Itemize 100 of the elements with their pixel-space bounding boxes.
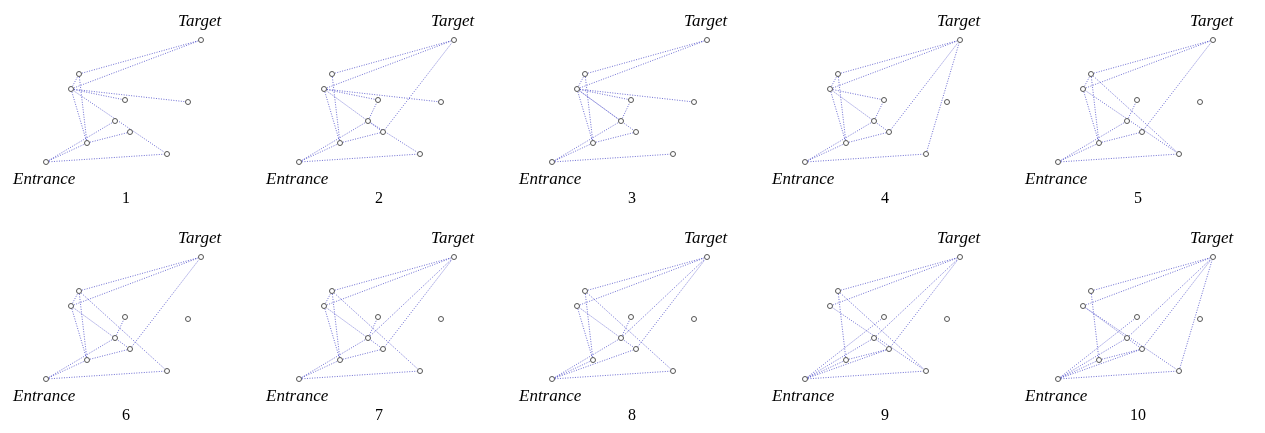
connector-line	[890, 259, 959, 348]
connector-line	[73, 89, 123, 100]
connector-line	[579, 88, 692, 103]
node-circle	[185, 99, 191, 105]
connector-line	[832, 40, 958, 89]
node-circle	[944, 316, 950, 322]
connector-line	[48, 360, 85, 379]
connector-line	[324, 91, 340, 141]
connector-line	[832, 90, 887, 131]
panel-number: 10	[1130, 407, 1146, 423]
node-circle	[68, 303, 74, 309]
node-circle	[827, 303, 833, 309]
node-caption: Entrance	[13, 170, 76, 187]
node-circle	[574, 86, 580, 92]
connector-line	[586, 292, 672, 370]
node-circle	[164, 151, 170, 157]
node-circle	[321, 303, 327, 309]
node-circle	[1210, 37, 1216, 43]
connector-line	[587, 257, 705, 291]
connector-line	[848, 132, 887, 143]
node-circle	[198, 37, 204, 43]
node-caption: Entrance	[519, 170, 582, 187]
connector-line	[621, 319, 631, 336]
node-caption: Entrance	[772, 387, 835, 404]
connector-line	[73, 307, 128, 348]
panel-number: 7	[375, 407, 383, 423]
node-circle	[122, 97, 128, 103]
node-circle	[380, 346, 386, 352]
node-caption: Entrance	[519, 387, 582, 404]
node-circle	[329, 288, 335, 294]
node-circle	[590, 357, 596, 363]
node-circle	[633, 129, 639, 135]
node-circle	[827, 86, 833, 92]
connector-line	[78, 76, 88, 141]
node-circle	[365, 335, 371, 341]
connector-line	[579, 89, 629, 100]
node-circle	[802, 376, 808, 382]
connector-line	[73, 90, 165, 153]
connector-line	[807, 122, 872, 161]
node-caption: Entrance	[266, 170, 329, 187]
node-circle	[843, 357, 849, 363]
node-circle	[375, 97, 381, 103]
connector-line	[1059, 318, 1136, 378]
connector-line	[89, 349, 128, 360]
node-circle	[198, 254, 204, 260]
node-circle	[451, 254, 457, 260]
node-circle	[329, 71, 335, 77]
connector-line	[48, 122, 113, 161]
node-circle	[618, 118, 624, 124]
connector-line	[89, 132, 128, 143]
connector-line	[1090, 76, 1100, 141]
node-circle	[417, 151, 423, 157]
node-circle	[375, 314, 381, 320]
node-circle	[380, 129, 386, 135]
connector-line	[587, 40, 705, 74]
connector-line	[595, 132, 634, 143]
connector-line	[368, 319, 378, 336]
connector-line	[1060, 122, 1125, 161]
connector-line	[1101, 132, 1140, 143]
connector-line	[334, 257, 452, 291]
node-caption: Entrance	[772, 170, 835, 187]
node-circle	[337, 357, 343, 363]
node-circle	[923, 151, 929, 157]
connector-line	[1127, 102, 1137, 119]
node-circle	[871, 335, 877, 341]
connector-line	[342, 132, 381, 143]
connector-line	[554, 143, 591, 162]
node-caption: Target	[684, 12, 728, 29]
node-circle	[1134, 97, 1140, 103]
connector-line	[80, 292, 166, 370]
node-circle	[549, 376, 555, 382]
node-circle	[957, 254, 963, 260]
connector-line	[837, 76, 847, 141]
connector-line	[875, 258, 959, 337]
connector-line	[48, 370, 165, 380]
connector-line	[48, 339, 113, 378]
node-circle	[1197, 99, 1203, 105]
node-circle	[881, 314, 887, 320]
connector-line	[78, 293, 88, 358]
connector-line	[384, 41, 453, 131]
node-circle	[84, 357, 90, 363]
node-circle	[1139, 129, 1145, 135]
connector-line	[807, 370, 924, 380]
node-circle	[957, 37, 963, 43]
node-circle	[164, 368, 170, 374]
node-circle	[417, 368, 423, 374]
connector-line	[622, 258, 706, 337]
node-circle	[886, 346, 892, 352]
node-circle	[923, 368, 929, 374]
connector-line	[1085, 40, 1211, 89]
node-caption: Target	[178, 229, 222, 246]
node-circle	[691, 99, 697, 105]
connector-line	[1083, 91, 1099, 141]
node-circle	[1096, 140, 1102, 146]
node-caption: Target	[684, 229, 728, 246]
connector-line	[1093, 257, 1211, 291]
connector-line	[807, 153, 924, 163]
connector-line	[301, 370, 418, 380]
node-circle	[127, 346, 133, 352]
connector-line	[1060, 153, 1177, 163]
